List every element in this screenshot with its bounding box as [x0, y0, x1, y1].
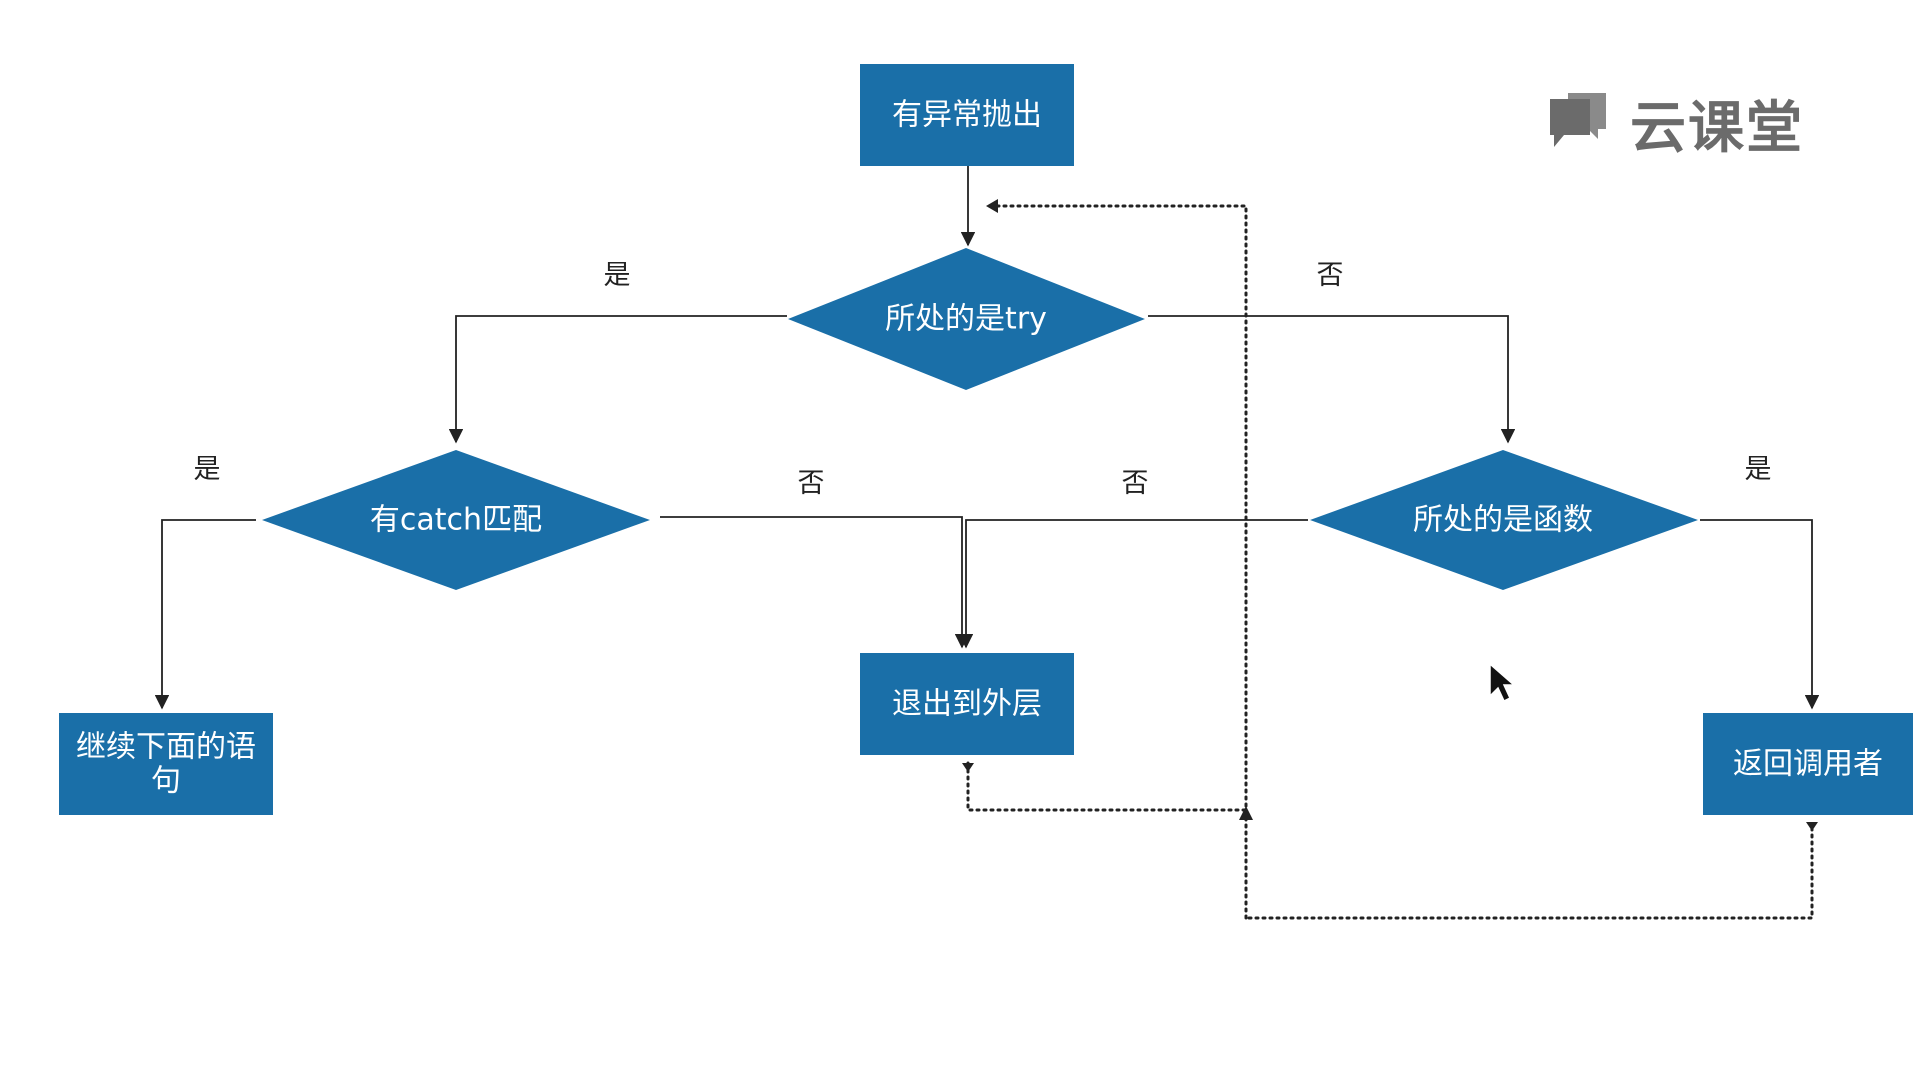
is-function-decision-label: 所处的是函数 [1413, 503, 1593, 538]
watermark-logo: 云课堂 [1546, 88, 1804, 161]
loop-arrowhead-up [1239, 806, 1253, 820]
exit-outer-node: 退出到外层 [860, 653, 1074, 755]
edge-try-yes [448, 315, 787, 444]
return-caller-node-label: 返回调用者 [1733, 747, 1883, 782]
watermark-text: 云课堂 [1630, 95, 1804, 161]
start-node: 有异常抛出 [860, 64, 1074, 166]
catch-match-decision: 有catch匹配 [262, 450, 650, 590]
edge-loop-trunk [984, 204, 1248, 920]
continue-node: 继续下面的语 句 [59, 713, 273, 815]
return-caller-node: 返回调用者 [1703, 713, 1913, 815]
edge-catch-yes [154, 519, 256, 710]
start-node-label: 有异常抛出 [892, 98, 1042, 133]
edge-exit-to-loop [966, 761, 1248, 812]
edge-label-function-no: 否 [1122, 468, 1149, 499]
edge-try-no [1148, 315, 1516, 444]
is-try-decision-label: 所处的是try [885, 302, 1047, 337]
loop-arrowhead-left [986, 199, 998, 213]
edge-label-catch-yes: 是 [194, 454, 221, 485]
edge-label-try-no: 否 [1317, 260, 1344, 291]
is-try-decision: 所处的是try [788, 248, 1145, 390]
edge-label-catch-no: 否 [798, 468, 825, 499]
edge-label-try-yes: 是 [604, 260, 631, 291]
edge-return-to-loop [1244, 826, 1814, 920]
exit-outer-node-label: 退出到外层 [892, 687, 1042, 722]
return-arrowhead [1806, 822, 1818, 831]
mouse-cursor-icon [1489, 662, 1516, 703]
is-function-decision: 所处的是函数 [1310, 450, 1698, 590]
exit-arrowhead [962, 763, 974, 772]
edge-function-no [958, 519, 1308, 649]
continue-node-label-line1: 继续下面的语 [76, 730, 256, 765]
continue-node-label-line2: 句 [151, 764, 181, 799]
chat-bubble-logo-icon [1550, 93, 1606, 147]
catch-match-decision-label: 有catch匹配 [370, 503, 542, 538]
edge-function-yes [1700, 519, 1820, 710]
edge-label-function-yes: 是 [1745, 454, 1772, 485]
edge-catch-no [660, 516, 970, 649]
